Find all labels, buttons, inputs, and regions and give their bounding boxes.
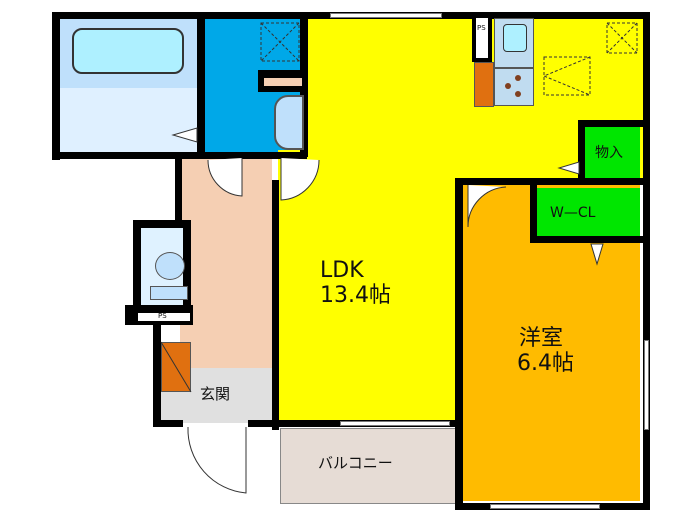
door-swing-icon — [207, 158, 243, 197]
wall — [578, 120, 585, 182]
washbasin-icon — [274, 95, 304, 150]
wall — [455, 178, 463, 510]
ldk-label: LDK 13.4帖 — [320, 258, 391, 309]
refrigerator — [474, 62, 494, 107]
window — [490, 504, 600, 509]
door-swing-icon — [467, 185, 507, 228]
western-room-name: 洋室 — [519, 326, 564, 351]
ldk-floor-lower — [278, 150, 458, 425]
hallway — [180, 158, 272, 368]
window — [644, 340, 649, 430]
balcony-label: バルコニー — [318, 454, 393, 472]
toilet-tank-icon — [150, 286, 188, 300]
walk-in-closet-floor — [535, 188, 640, 236]
shelf — [264, 78, 302, 86]
wall — [530, 182, 537, 242]
western-room-size: 6.4帖 — [517, 351, 574, 377]
sliding-door-arrow-icon — [171, 127, 198, 143]
wall — [52, 152, 307, 159]
wall — [133, 220, 141, 325]
wall — [133, 220, 183, 228]
wall — [153, 420, 183, 427]
shoe-cabinet-diagonal — [160, 341, 192, 393]
wall — [183, 220, 191, 325]
wall — [578, 120, 650, 127]
ldk-name: LDK — [320, 258, 364, 283]
range-hood-icon — [542, 56, 591, 96]
ventilation-fan-icon — [260, 22, 300, 62]
stove-icon — [494, 68, 534, 106]
wall — [175, 158, 182, 223]
storage-label: 物入 — [595, 145, 623, 161]
door-swing-icon — [280, 158, 320, 201]
sliding-door-arrow-icon — [590, 243, 604, 266]
ldk-size: 13.4帖 — [320, 283, 391, 309]
wall — [197, 12, 205, 157]
door-swing-icon — [187, 426, 247, 494]
ps-kitchen: PS — [476, 18, 488, 58]
sliding-door-arrow-icon — [557, 161, 580, 175]
wall — [153, 320, 161, 425]
wall — [643, 12, 650, 509]
wall — [530, 236, 645, 243]
wall — [455, 178, 643, 185]
ventilation-fan-icon — [606, 22, 638, 54]
kitchen-sink-icon — [494, 18, 534, 68]
walk-in-closet-label: W—CL — [550, 205, 596, 221]
entrance-label: 玄関 — [200, 385, 231, 403]
wall — [248, 420, 278, 427]
wall — [52, 12, 60, 160]
ps-toilet: PS — [138, 312, 190, 321]
window — [340, 421, 450, 426]
storage-floor — [585, 125, 640, 180]
window — [330, 13, 442, 18]
western-room-label: 洋室 6.4帖 — [517, 326, 574, 377]
toilet-icon — [155, 252, 185, 280]
bathtub-icon — [72, 28, 184, 74]
wall — [272, 180, 279, 430]
